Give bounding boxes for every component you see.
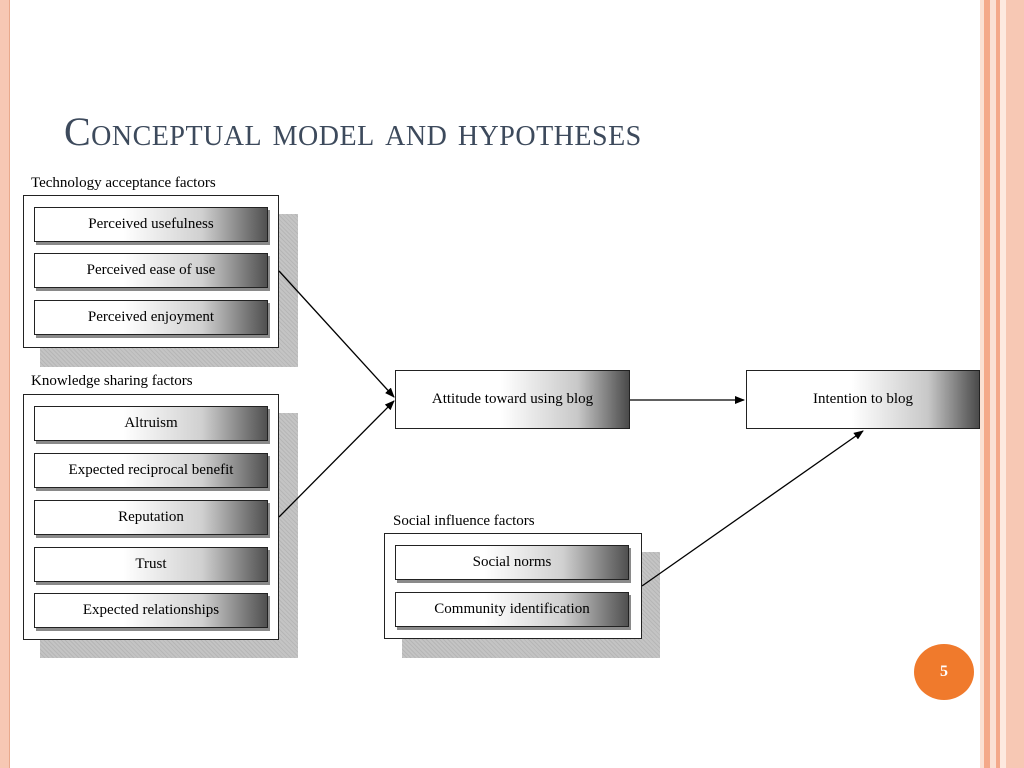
slide-left-border (0, 0, 9, 768)
attitude-box: Attitude toward using blog (395, 370, 630, 429)
intention-box: Intention to blog (746, 370, 980, 429)
factor-expected-reciprocal-benefit: Expected reciprocal benefit (34, 453, 268, 488)
slide-title: Conceptual model and hypotheses (64, 109, 642, 154)
social-influence-label: Social influence factors (393, 513, 535, 529)
factor-trust: Trust (34, 547, 268, 582)
slide-right-stripe (980, 0, 984, 768)
page-number-badge: 5 (914, 644, 974, 700)
factor-perceived-usefulness: Perceived usefulness (34, 207, 268, 242)
factor-perceived-enjoyment: Perceived enjoyment (34, 300, 268, 335)
slide-right-stripe (984, 0, 990, 768)
factor-altruism: Altruism (34, 406, 268, 441)
slide-left-border-line (9, 0, 10, 768)
factor-expected-relationships: Expected relationships (34, 593, 268, 628)
arrow-technology-to-attitude (278, 270, 395, 398)
factor-community-identification: Community identification (395, 592, 629, 627)
arrow-social-to-intention (641, 430, 864, 587)
technology-acceptance-label: Technology acceptance factors (31, 175, 216, 191)
slide-right-stripe (990, 0, 996, 768)
factor-reputation: Reputation (34, 500, 268, 535)
factor-social-norms: Social norms (395, 545, 629, 580)
knowledge-sharing-label: Knowledge sharing factors (31, 373, 193, 389)
slide-right-stripe (1000, 0, 1006, 768)
slide-right-stripe (996, 0, 1000, 768)
factor-perceived-ease-of-use: Perceived ease of use (34, 253, 268, 288)
arrow-knowledge-to-attitude (278, 400, 395, 518)
slide-right-stripe (1006, 0, 1024, 768)
